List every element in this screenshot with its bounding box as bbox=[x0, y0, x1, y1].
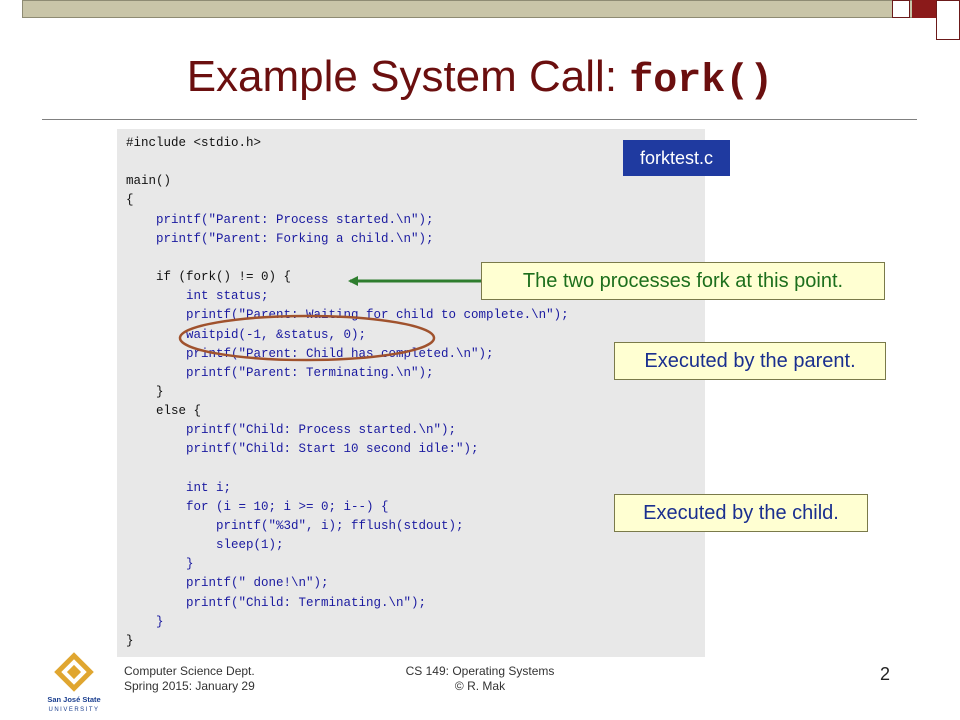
slide-title-text: Example System Call: bbox=[186, 52, 630, 101]
code-line: printf("Parent: Terminating.\n"); bbox=[126, 365, 434, 380]
corner-square-filled bbox=[912, 0, 936, 18]
file-name-label: forktest.c bbox=[623, 140, 730, 176]
footer-author: © R. Mak bbox=[454, 679, 506, 693]
logo-line-1: San José State bbox=[47, 695, 100, 704]
code-line: sleep(1); bbox=[126, 538, 284, 553]
code-line: printf("%3d", i); fflush(stdout); bbox=[126, 519, 464, 533]
code-line: main() bbox=[126, 174, 172, 189]
callout-fork-point: The two processes fork at this point. bbox=[481, 262, 885, 300]
code-line: int status; bbox=[126, 289, 269, 304]
slide-title-code: fork() bbox=[629, 59, 774, 104]
footer-center: CS 149: Operating Systems © R. Mak bbox=[380, 664, 580, 694]
code-line: } bbox=[126, 384, 164, 399]
title-divider bbox=[42, 119, 917, 120]
code-line: waitpid(-1, &status, 0); bbox=[126, 327, 367, 342]
code-line: int i; bbox=[126, 480, 232, 495]
code-line: printf("Parent: Child has completed.\n")… bbox=[126, 346, 494, 361]
code-line: printf("Child: Start 10 second idle:"); bbox=[126, 442, 479, 457]
code-line: printf("Parent: Forking a child.\n"); bbox=[126, 231, 434, 246]
waitpid-highlight-ellipse bbox=[178, 314, 436, 362]
code-line: #include <stdio.h> bbox=[126, 136, 262, 150]
code-line: printf("Child: Process started.\n"); bbox=[126, 423, 457, 438]
code-line: { bbox=[126, 193, 134, 208]
callout-child: Executed by the child. bbox=[614, 494, 868, 532]
code-line: } bbox=[126, 614, 164, 629]
code-line: printf(" done!\n"); bbox=[126, 576, 329, 591]
code-line: } bbox=[126, 557, 194, 572]
page-number: 2 bbox=[880, 664, 891, 684]
footer-course: CS 149: Operating Systems bbox=[405, 664, 555, 678]
footer-term: Spring 2015: January 29 bbox=[124, 679, 255, 693]
code-line: if (fork() != 0) { bbox=[126, 270, 292, 285]
slide-title: Example System Call: fork() bbox=[0, 52, 960, 104]
footer-dept: Computer Science Dept. bbox=[124, 664, 255, 678]
code-block bbox=[117, 129, 705, 657]
code-line: } bbox=[126, 633, 134, 648]
logo-line-2: UNIVERSITY bbox=[48, 707, 99, 713]
corner-square-outline bbox=[892, 0, 910, 18]
code-line: for (i = 10; i >= 0; i--) { bbox=[126, 499, 389, 514]
code-line: else { bbox=[126, 404, 202, 419]
callout-parent: Executed by the parent. bbox=[614, 342, 886, 380]
code-line: printf("Child: Terminating.\n"); bbox=[126, 595, 427, 610]
code-line: printf("Parent: Process started.\n"); bbox=[126, 212, 434, 227]
code-line: printf("Parent: Waiting for child to com… bbox=[126, 308, 569, 323]
sjsu-logo: San José State UNIVERSITY bbox=[47, 652, 101, 713]
footer-left: Computer Science Dept. Spring 2015: Janu… bbox=[124, 664, 255, 694]
